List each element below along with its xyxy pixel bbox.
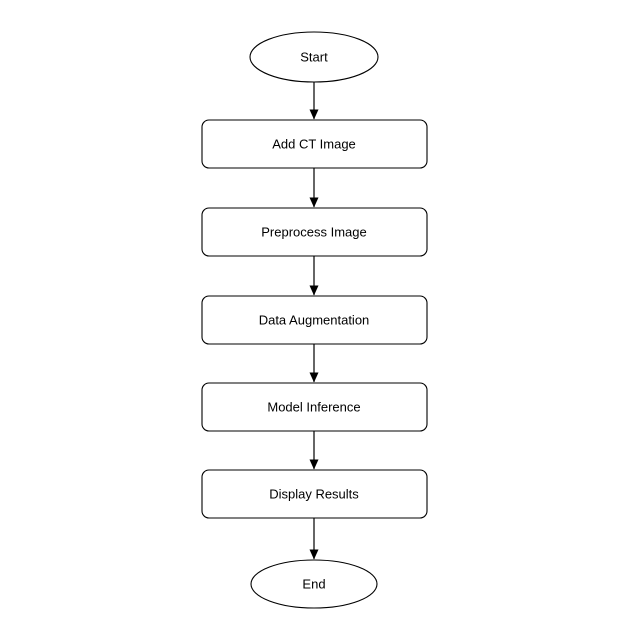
node-preprocess-image: Preprocess Image (201, 207, 428, 257)
node-display-results-label: Display Results (269, 486, 359, 501)
node-data-augmentation: Data Augmentation (201, 295, 428, 345)
data-augmentation-box (201, 295, 428, 345)
node-data-augmentation-label: Data Augmentation (259, 312, 370, 327)
node-end-label: End (302, 576, 325, 591)
start-ellipse (249, 31, 379, 83)
preprocess-image-box (201, 207, 428, 257)
display-results-box (201, 469, 428, 519)
node-preprocess-image-label: Preprocess Image (261, 224, 367, 239)
node-model-inference-label: Model Inference (267, 399, 360, 414)
node-add-ct-image-label: Add CT Image (272, 136, 356, 151)
add-ct-image-box (201, 119, 428, 169)
node-add-ct-image: Add CT Image (201, 119, 428, 169)
node-display-results: Display Results (201, 469, 428, 519)
node-end: End (250, 559, 378, 609)
node-model-inference: Model Inference (201, 382, 428, 432)
model-inference-box (201, 382, 428, 432)
node-start-label: Start (300, 49, 328, 64)
node-start: Start (249, 31, 379, 83)
end-ellipse (250, 559, 378, 609)
